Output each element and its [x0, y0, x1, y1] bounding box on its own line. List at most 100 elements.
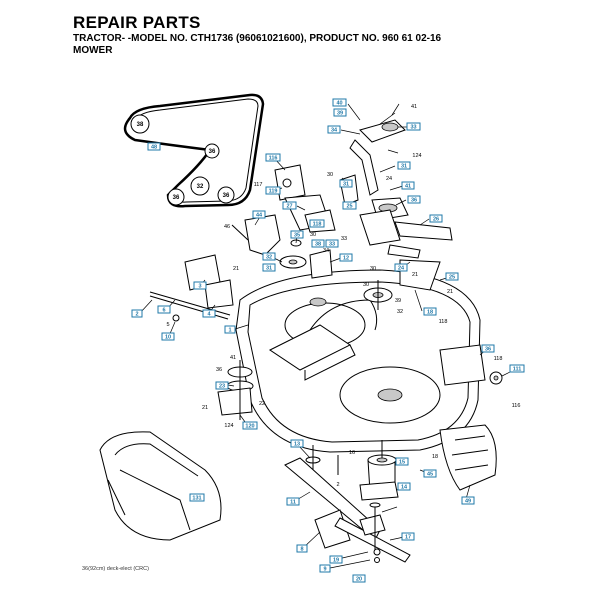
- callouts: 40 41 39 33 34 124 30 31 24 41 31 36 116…: [131, 98, 525, 583]
- figure-caption: 36(92cm) deck-elect (CRC): [82, 566, 149, 572]
- svg-text:15: 15: [399, 460, 405, 466]
- svg-text:49: 49: [465, 499, 471, 505]
- svg-text:40: 40: [336, 101, 342, 107]
- callout-111: 111: [509, 364, 525, 373]
- callout-45: 45: [423, 469, 437, 478]
- svg-text:118: 118: [313, 222, 322, 228]
- label-34: 34: [323, 248, 329, 254]
- label-32: 32: [397, 309, 403, 315]
- belt-pulley-label: 36: [173, 195, 180, 201]
- callout-39: 39: [333, 108, 347, 117]
- right-deflector-drawing: [439, 424, 497, 491]
- label-33: 33: [341, 236, 347, 242]
- svg-text:2: 2: [135, 312, 138, 318]
- label-46: 46: [224, 224, 230, 230]
- callout-25b: 25: [445, 272, 459, 281]
- svg-text:6: 6: [162, 308, 165, 314]
- callout-120: 120: [242, 421, 258, 430]
- svg-text:33: 33: [329, 242, 335, 248]
- belt-pulley-label: 38: [137, 122, 144, 128]
- svg-text:10: 10: [165, 335, 171, 341]
- svg-text:119: 119: [269, 189, 278, 195]
- label-21: 21: [412, 272, 418, 278]
- center-bracket-drawing: [309, 249, 333, 279]
- svg-text:44: 44: [256, 213, 263, 219]
- callout-20: 20: [352, 574, 366, 583]
- label-41: 41: [230, 355, 236, 361]
- svg-text:14: 14: [401, 485, 408, 491]
- svg-text:36: 36: [411, 198, 417, 204]
- section-label: MOWER: [73, 45, 113, 56]
- label-39: 39: [395, 298, 401, 304]
- label-2: 2: [336, 482, 339, 488]
- spindle-drawing: [305, 445, 339, 475]
- spindle-housing-drawing: [359, 440, 399, 501]
- callout-31b: 31: [339, 179, 353, 188]
- svg-text:3: 3: [198, 284, 201, 290]
- label-30: 30: [310, 232, 316, 238]
- callout-23: 23: [215, 381, 229, 390]
- label-22: 22: [259, 401, 265, 407]
- svg-text:41: 41: [405, 184, 411, 190]
- label-118: 118: [439, 319, 448, 325]
- svg-text:35: 35: [294, 233, 300, 239]
- belt-pulley-label: 36: [223, 193, 230, 199]
- label-30: 30: [327, 172, 333, 178]
- belt-pulley-label: 36: [209, 149, 216, 155]
- callout-11: 11: [286, 497, 300, 506]
- svg-text:111: 111: [513, 367, 522, 373]
- belt-pulley-label: 32: [197, 184, 204, 190]
- callout-116: 116: [265, 153, 281, 162]
- callout-18: 18: [423, 307, 437, 316]
- callout-12: 12: [339, 253, 353, 262]
- svg-text:25: 25: [346, 204, 352, 210]
- svg-text:33: 33: [410, 125, 416, 131]
- svg-text:38: 38: [315, 242, 321, 248]
- svg-text:24: 24: [398, 266, 405, 272]
- callout-36: 36: [407, 195, 421, 204]
- svg-text:32: 32: [266, 255, 272, 261]
- svg-text:48: 48: [151, 145, 157, 151]
- model-line: TRACTOR- -MODEL NO. CTH1736 (96061021600…: [73, 33, 442, 44]
- svg-text:26: 26: [433, 217, 439, 223]
- callout-10: 10: [161, 332, 175, 341]
- callout-40: 40: [332, 98, 347, 107]
- callout-8: 8: [296, 544, 308, 553]
- svg-text:17: 17: [405, 535, 411, 541]
- callout-6: 6: [157, 305, 171, 314]
- label-5: 5: [166, 322, 169, 328]
- label-21: 21: [202, 405, 208, 411]
- page-title: REPAIR PARTS: [73, 13, 201, 32]
- label-21: 21: [447, 289, 453, 295]
- belt-drawing: [123, 93, 265, 208]
- svg-text:4: 4: [207, 312, 211, 318]
- svg-text:25: 25: [449, 275, 455, 281]
- callout-25: 25: [342, 201, 357, 210]
- pulley-drawing: [279, 239, 307, 269]
- callout-32: 32: [262, 252, 276, 261]
- svg-text:34: 34: [331, 128, 338, 134]
- callout-131: 131: [189, 493, 205, 502]
- label-118: 118: [494, 356, 503, 362]
- right-bracket-drawing: [439, 344, 503, 386]
- callout-14: 14: [397, 482, 411, 491]
- svg-text:9: 9: [323, 567, 326, 573]
- label-124: 124: [224, 423, 233, 429]
- callout-19: 19: [329, 555, 343, 564]
- callout-118: 118: [309, 219, 325, 228]
- callout-15: 15: [395, 457, 409, 466]
- svg-text:31: 31: [343, 182, 349, 188]
- lower-left-pulley-drawing: [217, 360, 254, 420]
- callout-34: 34: [327, 125, 341, 134]
- label-21: 21: [233, 266, 239, 272]
- label-117: 117: [254, 182, 263, 188]
- callout-9: 9: [319, 564, 331, 573]
- svg-text:45: 45: [427, 472, 433, 478]
- svg-text:27: 27: [286, 204, 292, 210]
- svg-text:23: 23: [219, 384, 225, 390]
- callout-35: 35: [290, 230, 304, 239]
- discharge-chute-drawing: [99, 431, 222, 541]
- svg-text:20: 20: [356, 577, 362, 583]
- callout-4: 4: [202, 309, 216, 318]
- callout-24: 24: [394, 263, 408, 272]
